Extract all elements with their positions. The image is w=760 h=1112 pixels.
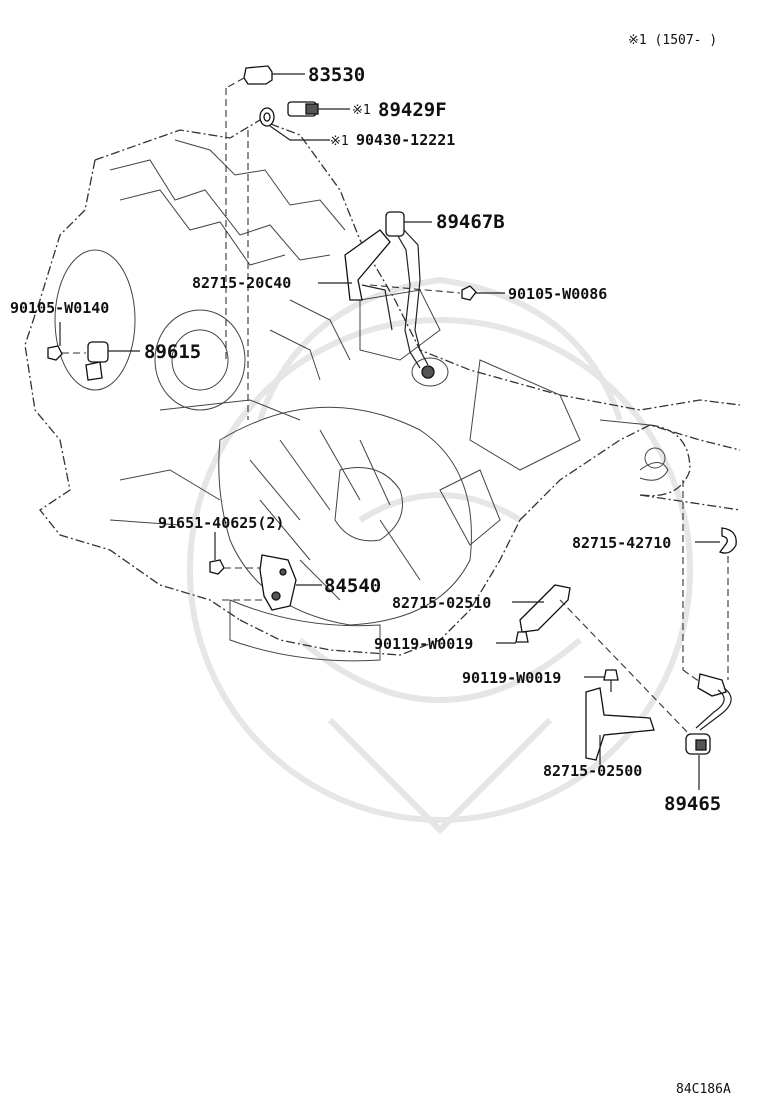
label-82715-02500: 82715-02500	[543, 762, 642, 780]
label-91651-40625: 91651-40625(2)	[158, 514, 284, 532]
label-89465: 89465	[664, 793, 721, 815]
footer-code: 84C186A	[676, 1082, 731, 1097]
label-90119-W0019-a: 90119-W0019	[374, 635, 473, 653]
watermark-emblem	[187, 276, 693, 835]
part-89467B-sensor	[385, 211, 435, 379]
label-89467B: 89467B	[436, 211, 505, 233]
label-89429F: 89429F	[378, 99, 447, 121]
label-83530: 83530	[308, 64, 365, 86]
label-90105-W0140: 90105-W0140	[10, 299, 109, 317]
part-89615-sensor	[85, 341, 140, 381]
part-91651-40625-bolt	[209, 532, 262, 601]
part-90430-gasket	[247, 107, 330, 420]
part-82715-02500-bracket	[585, 687, 655, 765]
label-89429F-mark: ※1	[352, 103, 371, 118]
label-84540: 84540	[324, 575, 381, 597]
part-89465-sensor	[685, 673, 732, 790]
part-90119-W0019-bolt-a	[496, 631, 529, 644]
label-90430-mark: ※1	[330, 134, 349, 149]
label-82715-42710: 82715-42710	[572, 534, 671, 552]
part-82715-42710-clamp	[682, 480, 737, 683]
label-89615: 89615	[144, 341, 201, 363]
part-90105-W0140-bolt	[47, 322, 86, 361]
label-82715-20C40: 82715-20C40	[192, 274, 291, 292]
label-90105-W0086: 90105-W0086	[508, 285, 607, 303]
part-90105-W0086-bolt	[369, 284, 505, 301]
label-82715-02510: 82715-02510	[392, 594, 491, 612]
header-note: ※1 (1507- )	[628, 33, 717, 48]
part-89429F-sensor	[287, 101, 350, 117]
part-90119-W0019-bolt-b	[584, 669, 619, 692]
part-83530-switch	[225, 65, 305, 360]
engine-outline	[24, 119, 741, 662]
part-84540-switch	[259, 554, 322, 611]
part-82715-20C40-bracket	[318, 229, 393, 331]
label-90119-W0019-b: 90119-W0019	[462, 669, 561, 687]
label-90430-12221: 90430-12221	[356, 131, 455, 149]
